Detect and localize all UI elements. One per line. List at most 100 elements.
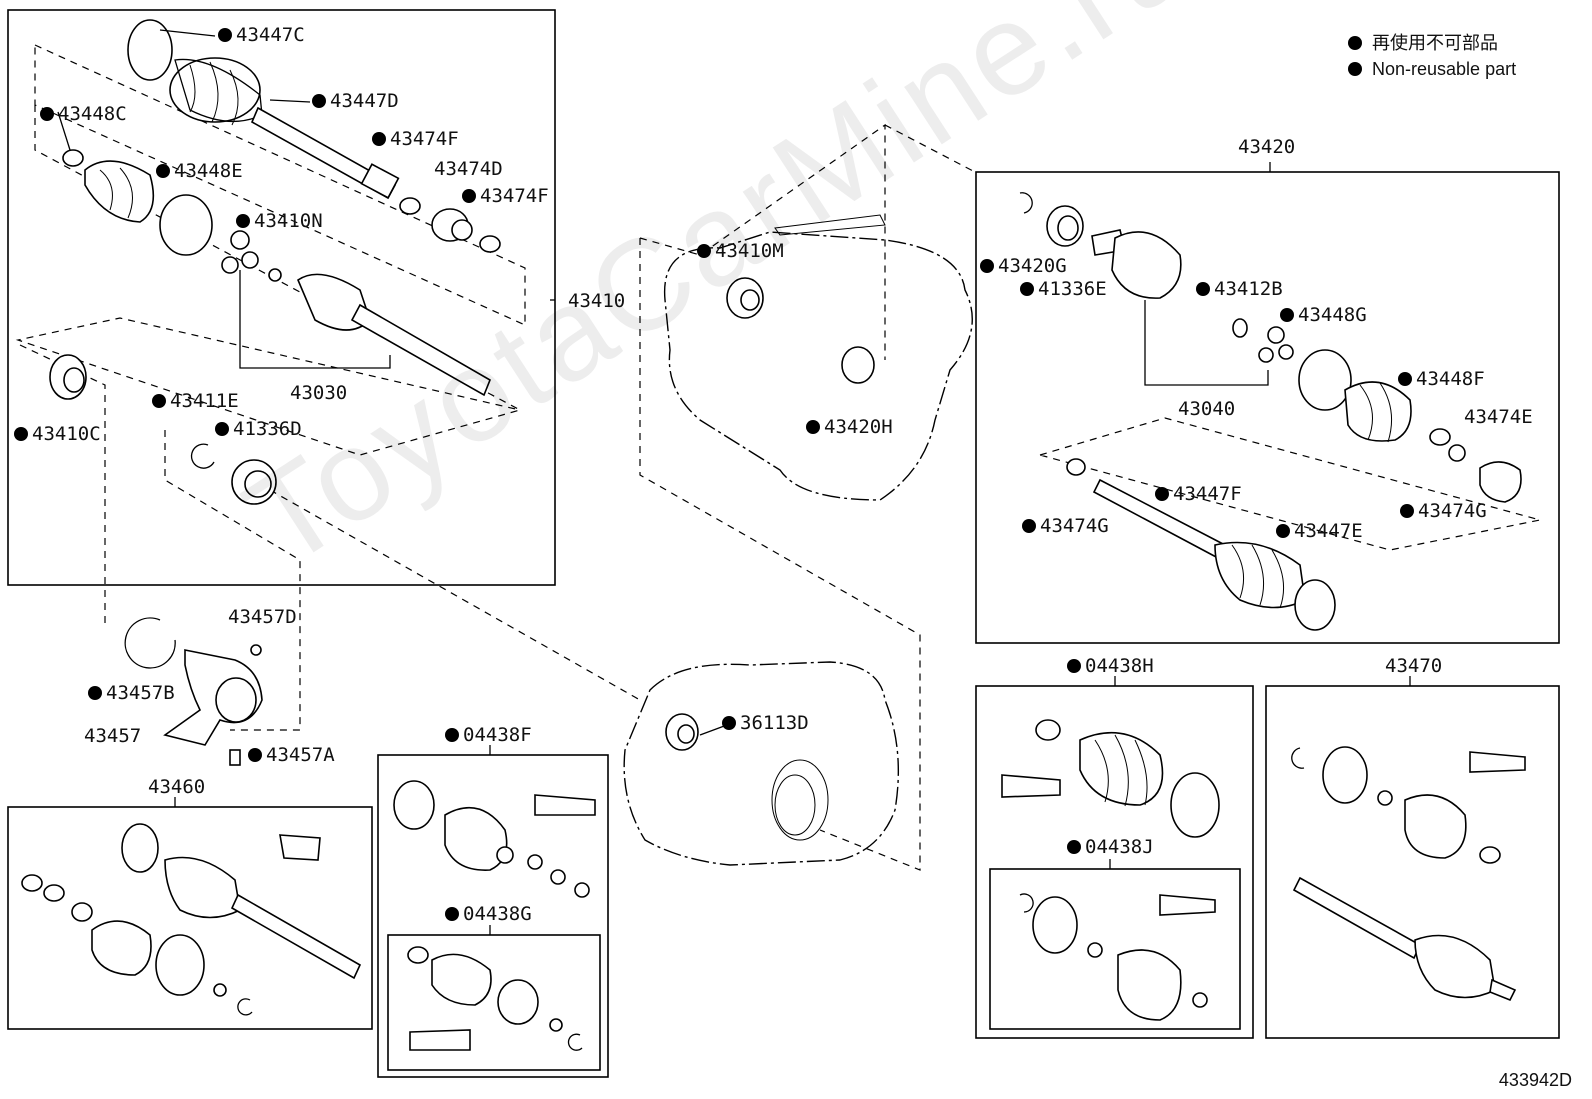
- dashed-outline-transaxle: [639, 238, 921, 871]
- non-reusable-dot-icon: [980, 259, 994, 273]
- frame-04438F: [377, 754, 609, 1078]
- label-43474F-a[interactable]: 43474F: [372, 128, 459, 150]
- frame-43460: [7, 806, 373, 1030]
- label-43040[interactable]: 43040: [1178, 398, 1236, 420]
- label-43460[interactable]: 43460: [148, 776, 206, 798]
- label-43030[interactable]: 43030: [290, 382, 348, 404]
- label-43474G-b[interactable]: 43474G: [1400, 500, 1487, 522]
- non-reusable-dot-icon: [1022, 519, 1036, 533]
- label-43474G-a[interactable]: 43474G: [1022, 515, 1109, 537]
- label-43410M[interactable]: 43410M: [697, 240, 784, 262]
- dashed-outline-bearing: [19, 344, 106, 625]
- non-reusable-dot-icon: [1280, 308, 1294, 322]
- dashed-outline-transaxle-top: [639, 123, 886, 360]
- non-reusable-dot-icon: [1067, 659, 1081, 673]
- legend-row-2: Non-reusable part: [1348, 56, 1516, 82]
- legend-text-jp: 再使用不可部品: [1372, 33, 1498, 53]
- non-reusable-dot-icon: [372, 132, 386, 146]
- label-04438J[interactable]: 04438J: [1067, 836, 1154, 858]
- label-43410[interactable]: 43410: [568, 290, 626, 312]
- label-43420[interactable]: 43420: [1238, 136, 1296, 158]
- clamp-43474G-a: [1066, 458, 1086, 476]
- non-reusable-dot-icon: [88, 686, 102, 700]
- label-43448C[interactable]: 43448C: [40, 103, 127, 125]
- non-reusable-dot-icon: [218, 28, 232, 42]
- boot-kit-04438F: [393, 780, 596, 1051]
- label-43474E[interactable]: 43474E: [1464, 406, 1533, 428]
- bearing-43410C: [49, 354, 87, 400]
- boot-kit-04438H: [1001, 719, 1220, 1021]
- label-43474F-b[interactable]: 43474F: [462, 185, 549, 207]
- label-43412B[interactable]: 43412B: [1196, 278, 1283, 300]
- label-43457A[interactable]: 43457A: [248, 744, 335, 766]
- non-reusable-dot-icon: [236, 214, 250, 228]
- label-43474D[interactable]: 43474D: [434, 158, 503, 180]
- legend-text-en: Non-reusable part: [1372, 59, 1517, 79]
- label-43447C[interactable]: 43447C: [218, 24, 305, 46]
- non-reusable-dot-icon: [312, 94, 326, 108]
- non-reusable-dot-icon: [445, 728, 459, 742]
- label-43411E[interactable]: 43411E: [152, 390, 239, 412]
- label-43410N[interactable]: 43410N: [236, 210, 323, 232]
- label-43470[interactable]: 43470: [1385, 655, 1443, 677]
- legend: 再使用不可部品 Non-reusable part: [1348, 30, 1516, 82]
- label-43447E[interactable]: 43447E: [1276, 520, 1363, 542]
- label-43457B[interactable]: 43457B: [88, 682, 175, 704]
- snap-ring-43420G: [1019, 192, 1033, 214]
- label-43457D[interactable]: 43457D: [228, 606, 297, 628]
- label-41336E[interactable]: 41336E: [1020, 278, 1107, 300]
- non-reusable-dot-icon: [697, 244, 711, 258]
- clamp-43474E-area: [1429, 428, 1522, 503]
- non-reusable-dot-icon: [1348, 62, 1362, 76]
- label-04438G[interactable]: 04438G: [445, 903, 532, 925]
- clamp-43474F-b: [479, 235, 501, 253]
- outer-cv-joint-43447C: [127, 19, 263, 126]
- label-43447F[interactable]: 43447F: [1155, 483, 1242, 505]
- non-reusable-dot-icon: [806, 420, 820, 434]
- non-reusable-dot-icon: [152, 394, 166, 408]
- label-43457[interactable]: 43457: [84, 725, 142, 747]
- non-reusable-dot-icon: [1155, 487, 1169, 501]
- label-04438F[interactable]: 04438F: [445, 724, 532, 746]
- inner-boot-43448F: [1344, 381, 1412, 443]
- label-43447D[interactable]: 43447D: [312, 90, 399, 112]
- non-reusable-dot-icon: [1348, 36, 1362, 50]
- dashed-outline-inner-group: [15, 105, 522, 456]
- non-reusable-dot-icon: [1196, 282, 1210, 296]
- drive-shaft-43410: [250, 106, 400, 200]
- non-reusable-dot-icon: [156, 164, 170, 178]
- inner-joint-43040: [1091, 229, 1269, 386]
- non-reusable-dot-icon: [1276, 524, 1290, 538]
- damper-43474D: [431, 208, 473, 242]
- dashed-link-to-43420: [884, 124, 976, 173]
- frame-04438G: [387, 934, 601, 1071]
- dashed-link-to-housing: [269, 489, 641, 701]
- label-43420G[interactable]: 43420G: [980, 255, 1067, 277]
- label-43410C[interactable]: 43410C: [14, 423, 101, 445]
- label-43448F[interactable]: 43448F: [1398, 368, 1485, 390]
- snap-ring-43411E: [190, 443, 215, 469]
- label-43448E[interactable]: 43448E: [156, 160, 243, 182]
- bracket-43457: [124, 617, 263, 766]
- tripod-43040: [1258, 326, 1294, 363]
- label-43448G[interactable]: 43448G: [1280, 304, 1367, 326]
- diagram-code: 433942D: [1498, 1070, 1572, 1090]
- label-36113D[interactable]: 36113D: [722, 712, 809, 734]
- label-04438H[interactable]: 04438H: [1067, 655, 1154, 677]
- tripod-43410N: [221, 230, 282, 282]
- non-reusable-dot-icon: [1398, 372, 1412, 386]
- boot-clamp-43448G: [1298, 349, 1352, 411]
- frame-04438J: [989, 868, 1241, 1030]
- non-reusable-dot-icon: [1400, 504, 1414, 518]
- non-reusable-dot-icon: [40, 107, 54, 121]
- non-reusable-dot-icon: [1020, 282, 1034, 296]
- non-reusable-dot-icon: [722, 716, 736, 730]
- label-43420H[interactable]: 43420H: [806, 416, 893, 438]
- snap-ring-43412B: [1232, 318, 1248, 338]
- axle-kit-43460: [21, 823, 362, 1016]
- label-41336D[interactable]: 41336D: [215, 418, 302, 440]
- oil-seal-41336E: [1046, 205, 1084, 247]
- transaxle-housing-lower: [623, 661, 900, 866]
- frame-43420: [975, 171, 1560, 644]
- frame-43470: [1265, 685, 1560, 1039]
